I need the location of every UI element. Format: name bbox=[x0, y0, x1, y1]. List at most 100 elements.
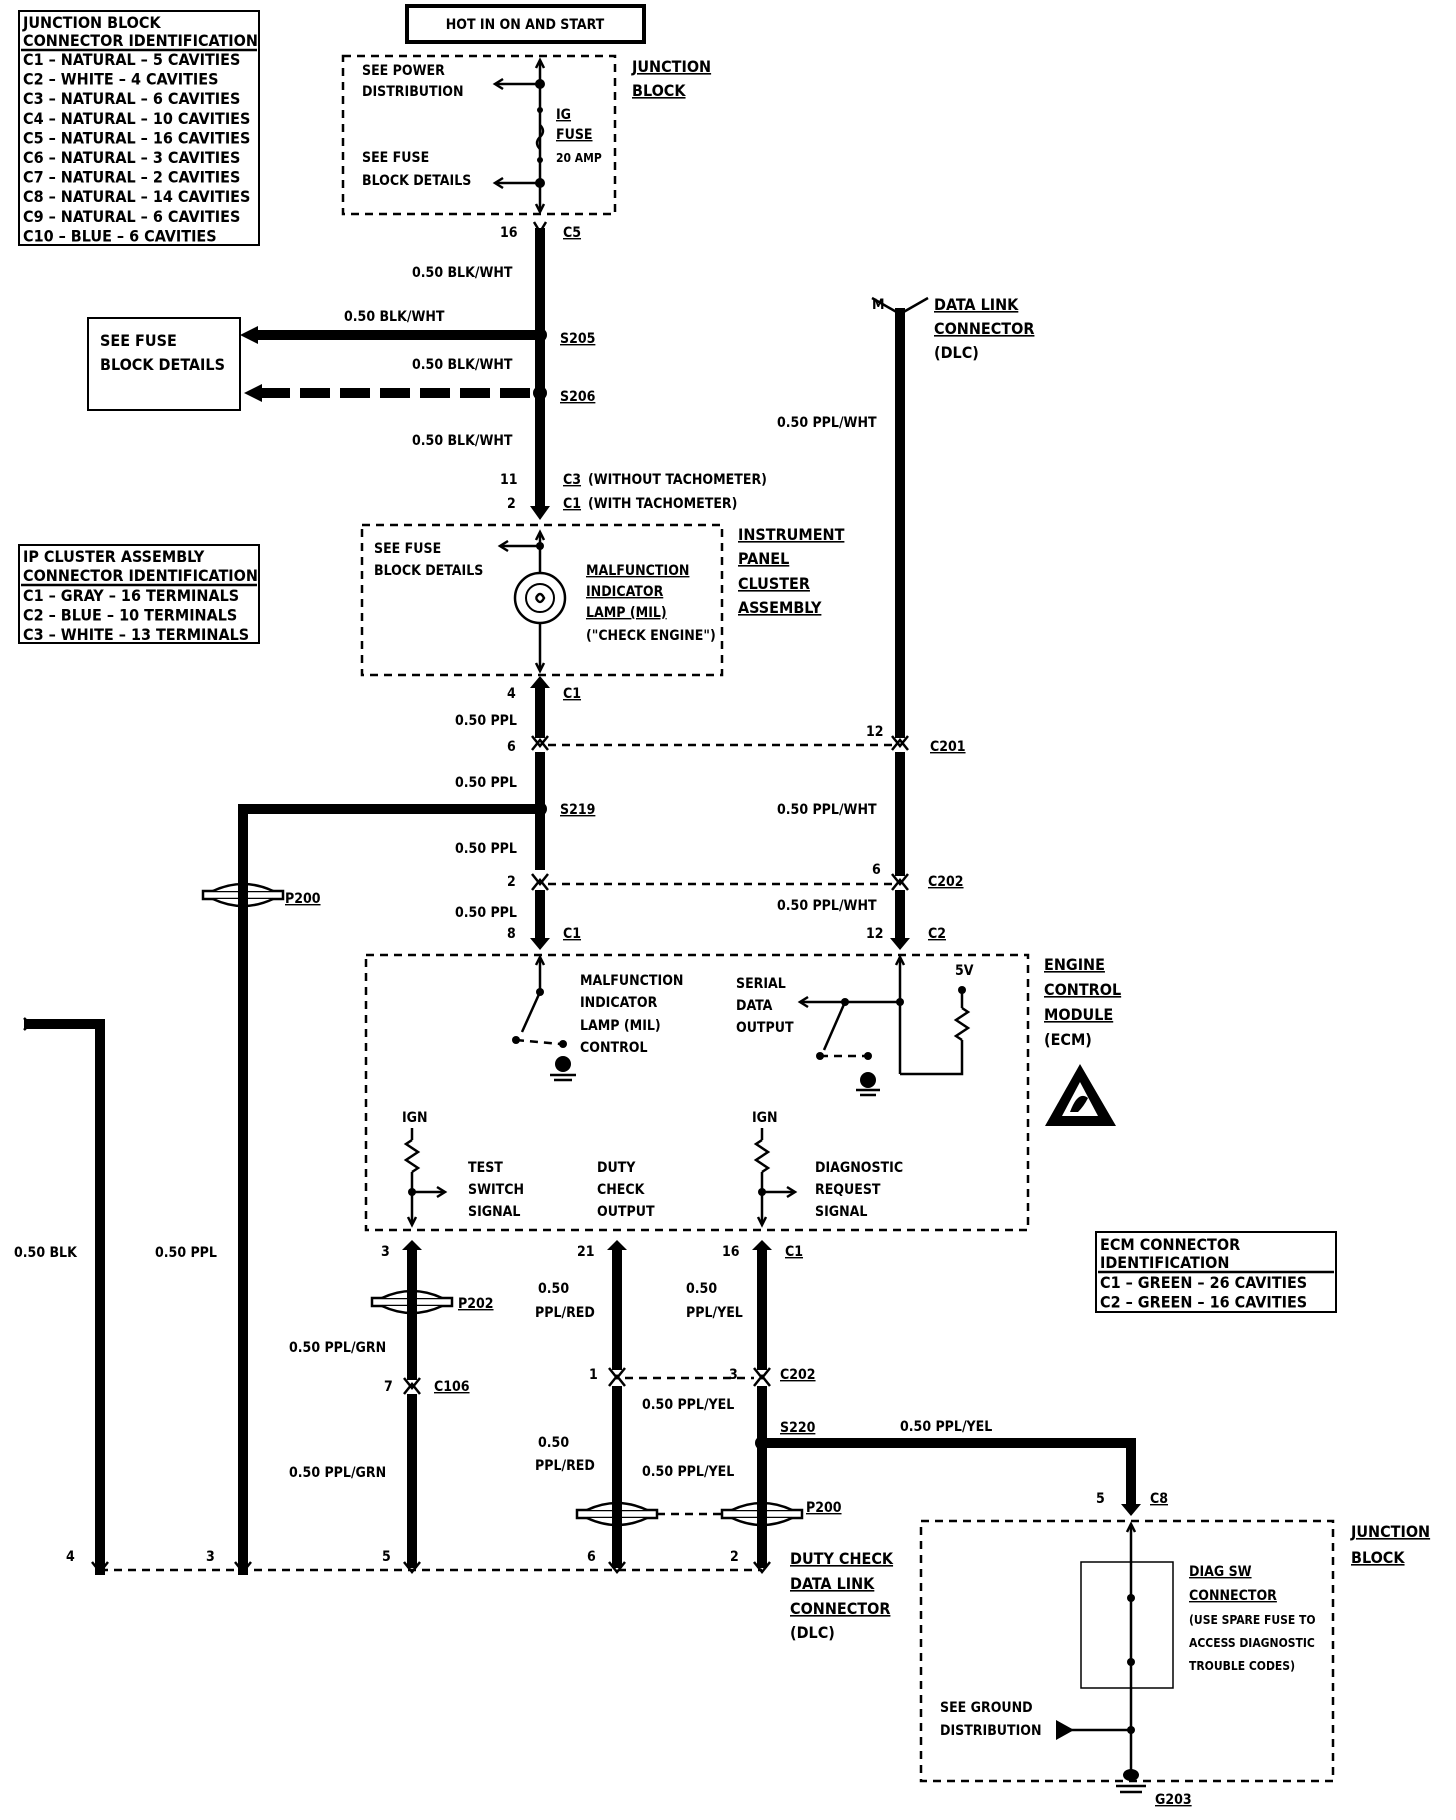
wire-label-pplyel-2: 0.50 PPL/YEL bbox=[642, 1397, 734, 1413]
junction-block-top: SEE POWER DISTRIBUTION SEE FUSE BLOCK DE… bbox=[341, 54, 711, 241]
c202b-pin-left: 1 bbox=[589, 1367, 598, 1383]
ecm-duty1: DUTY bbox=[597, 1160, 636, 1176]
ecm-bottom-pin3: 3 bbox=[381, 1244, 390, 1260]
ground-g203: G203 bbox=[1155, 1792, 1192, 1808]
splice-s219: S219 bbox=[560, 802, 595, 818]
jb-id-row: C10 – BLUE – 6 CAVITIES bbox=[23, 226, 217, 245]
ipc-fuse1: SEE FUSE bbox=[374, 541, 441, 557]
dlc-bottom-pin4: 4 bbox=[66, 1549, 75, 1565]
jb-top-fuse1: IG bbox=[556, 107, 571, 123]
c202a-pin-right: 6 bbox=[872, 862, 881, 878]
ecm-mil1: MALFUNCTION bbox=[580, 973, 683, 989]
ipc-mil3: LAMP (MIL) bbox=[586, 605, 667, 621]
fuse-details-box: SEE FUSE BLOCK DETAILS bbox=[87, 317, 241, 411]
ipc-title2: PANEL bbox=[738, 549, 789, 568]
ecm-ser1: SERIAL bbox=[736, 976, 786, 992]
ip-id-row: C3 – WHITE – 13 TERMINALS bbox=[23, 625, 249, 644]
jb-bottom-diag1: DIAG SW bbox=[1189, 1564, 1252, 1580]
dlc-bottom-pin5: 5 bbox=[382, 1549, 391, 1565]
ecm-bottom-pin16: 16 bbox=[722, 1244, 740, 1260]
splice-s220: S220 bbox=[780, 1420, 816, 1436]
p200-label-left: P200 bbox=[285, 891, 321, 907]
ipc-mil1: MALFUNCTION bbox=[586, 563, 689, 579]
wire-label-blkwht-1: 0.50 BLK/WHT bbox=[412, 265, 513, 281]
wire-label-050-red-1: 0.50 bbox=[538, 1281, 569, 1297]
ecm-id-header1: ECM CONNECTOR bbox=[1100, 1235, 1240, 1254]
ipc-title3: CLUSTER bbox=[738, 574, 810, 593]
jb-bottom-conn: C8 bbox=[1150, 1491, 1168, 1507]
splice-s205: S205 bbox=[560, 331, 595, 347]
ecm-pin-8: 8 bbox=[507, 926, 516, 942]
wire-label-ppl-3: 0.50 PPL bbox=[455, 841, 517, 857]
wire-label-blkwht-4: 0.50 BLK/WHT bbox=[412, 433, 513, 449]
dlc-bottom-title3: CONNECTOR bbox=[790, 1599, 890, 1618]
ip-id-row: C1 – GRAY – 16 TERMINALS bbox=[23, 586, 239, 605]
dlc-bottom-pin6: 6 bbox=[587, 1549, 596, 1565]
jb-id-row: C7 – NATURAL – 2 CAVITIES bbox=[23, 168, 240, 187]
ecm-title1: ENGINE bbox=[1044, 955, 1105, 974]
ip-cluster-id-table: IP CLUSTER ASSEMBLY CONNECTOR IDENTIFICA… bbox=[18, 544, 260, 644]
mil-lamp-icon bbox=[513, 571, 567, 625]
jb-bottom-title2: BLOCK bbox=[1351, 1548, 1405, 1567]
wire-label-pplred-1: PPL/RED bbox=[535, 1305, 595, 1321]
ecm-mil2: INDICATOR bbox=[580, 995, 658, 1011]
wire-label-blk: 0.50 BLK bbox=[14, 1245, 78, 1261]
ecm-diag1: DIAGNOSTIC bbox=[815, 1160, 903, 1176]
ecm-ser3: OUTPUT bbox=[736, 1020, 794, 1036]
p200-grommet-left bbox=[201, 882, 285, 908]
ipc-conn-c3: C3 bbox=[563, 472, 581, 488]
ecm-id-table: ECM CONNECTOR IDENTIFICATION C1 – GREEN … bbox=[1095, 1231, 1337, 1313]
ecm-mil4: CONTROL bbox=[580, 1040, 648, 1056]
ecm-title2: CONTROL bbox=[1044, 980, 1121, 999]
jb-id-row: C2 – WHITE – 4 CAVITIES bbox=[23, 70, 218, 89]
ipc-conn-c1-note: (WITH TACHOMETER) bbox=[588, 496, 737, 512]
junction-block-id-table: JUNCTION BLOCK CONNECTOR IDENTIFICATION … bbox=[18, 10, 260, 246]
ecm-test1: TEST bbox=[468, 1160, 503, 1176]
wire-label-pplyel-1: PPL/YEL bbox=[686, 1305, 743, 1321]
ecm-test2: SWITCH bbox=[468, 1182, 524, 1198]
duty-check-dlc bbox=[91, 1561, 771, 1575]
ipc-pin-2: 2 bbox=[507, 496, 516, 512]
ipc-mil2: INDICATOR bbox=[586, 584, 664, 600]
c201-name: C201 bbox=[930, 739, 966, 755]
ecm-bottom-pin21: 21 bbox=[577, 1244, 595, 1260]
jb-id-row: C3 – NATURAL – 6 CAVITIES bbox=[23, 89, 240, 108]
jb-bottom-diag2: CONNECTOR bbox=[1189, 1588, 1277, 1604]
ecm-id-row: C1 – GREEN – 26 CAVITIES bbox=[1100, 1273, 1307, 1292]
dlc-top-pin: M bbox=[872, 297, 885, 313]
p200-grommets-bottom bbox=[575, 1501, 804, 1527]
c202a-pin-left: 2 bbox=[507, 874, 516, 890]
dlc-bottom-title1: DUTY CHECK bbox=[790, 1549, 894, 1568]
splice-s206: S206 bbox=[560, 389, 596, 405]
ecm-test3: SIGNAL bbox=[468, 1204, 520, 1220]
ipc-pin-4: 4 bbox=[507, 686, 516, 702]
ecm-pin-12: 12 bbox=[866, 926, 884, 942]
instrument-panel-cluster: SEE FUSE BLOCK DETAILS MALFUNCTION INDIC… bbox=[360, 523, 845, 677]
wire-label-ppl-left: 0.50 PPL bbox=[155, 1245, 217, 1261]
ecm-title4: (ECM) bbox=[1044, 1030, 1092, 1049]
wire-label-pplwht-2: 0.50 PPL/WHT bbox=[777, 802, 877, 818]
wire-label-blkwht-2: 0.50 BLK/WHT bbox=[344, 309, 445, 325]
jb-bottom-pin: 5 bbox=[1096, 1491, 1105, 1507]
p200-label-bottom: P200 bbox=[806, 1500, 842, 1516]
jb-bottom-note2: ACCESS DIAGNOSTIC bbox=[1189, 1636, 1315, 1650]
ecm-duty3: OUTPUT bbox=[597, 1204, 655, 1220]
jb-id-row: C4 – NATURAL – 10 CAVITIES bbox=[23, 109, 250, 128]
jb-id-header2: CONNECTOR IDENTIFICATION bbox=[23, 31, 258, 50]
p202-grommet bbox=[370, 1289, 454, 1315]
esd-warning-icon bbox=[1045, 1064, 1116, 1126]
ipc-bottom-c1: C1 bbox=[563, 686, 581, 702]
ip-id-header1: IP CLUSTER ASSEMBLY bbox=[23, 547, 205, 566]
dlc-bottom-title2: DATA LINK bbox=[790, 1574, 875, 1593]
ecm-bottom-c1: C1 bbox=[785, 1244, 803, 1260]
jb-id-header1: JUNCTION BLOCK bbox=[22, 13, 161, 32]
wire-label-ppl-1: 0.50 PPL bbox=[455, 713, 517, 729]
jb-top-power-dist2: DISTRIBUTION bbox=[362, 84, 464, 100]
wire-label-050-yel-1: 0.50 bbox=[686, 1281, 717, 1297]
c202a-name: C202 bbox=[928, 874, 964, 890]
wire-label-pplyel-3: 0.50 PPL/YEL bbox=[900, 1419, 992, 1435]
ecm-ser2: DATA bbox=[736, 998, 773, 1014]
